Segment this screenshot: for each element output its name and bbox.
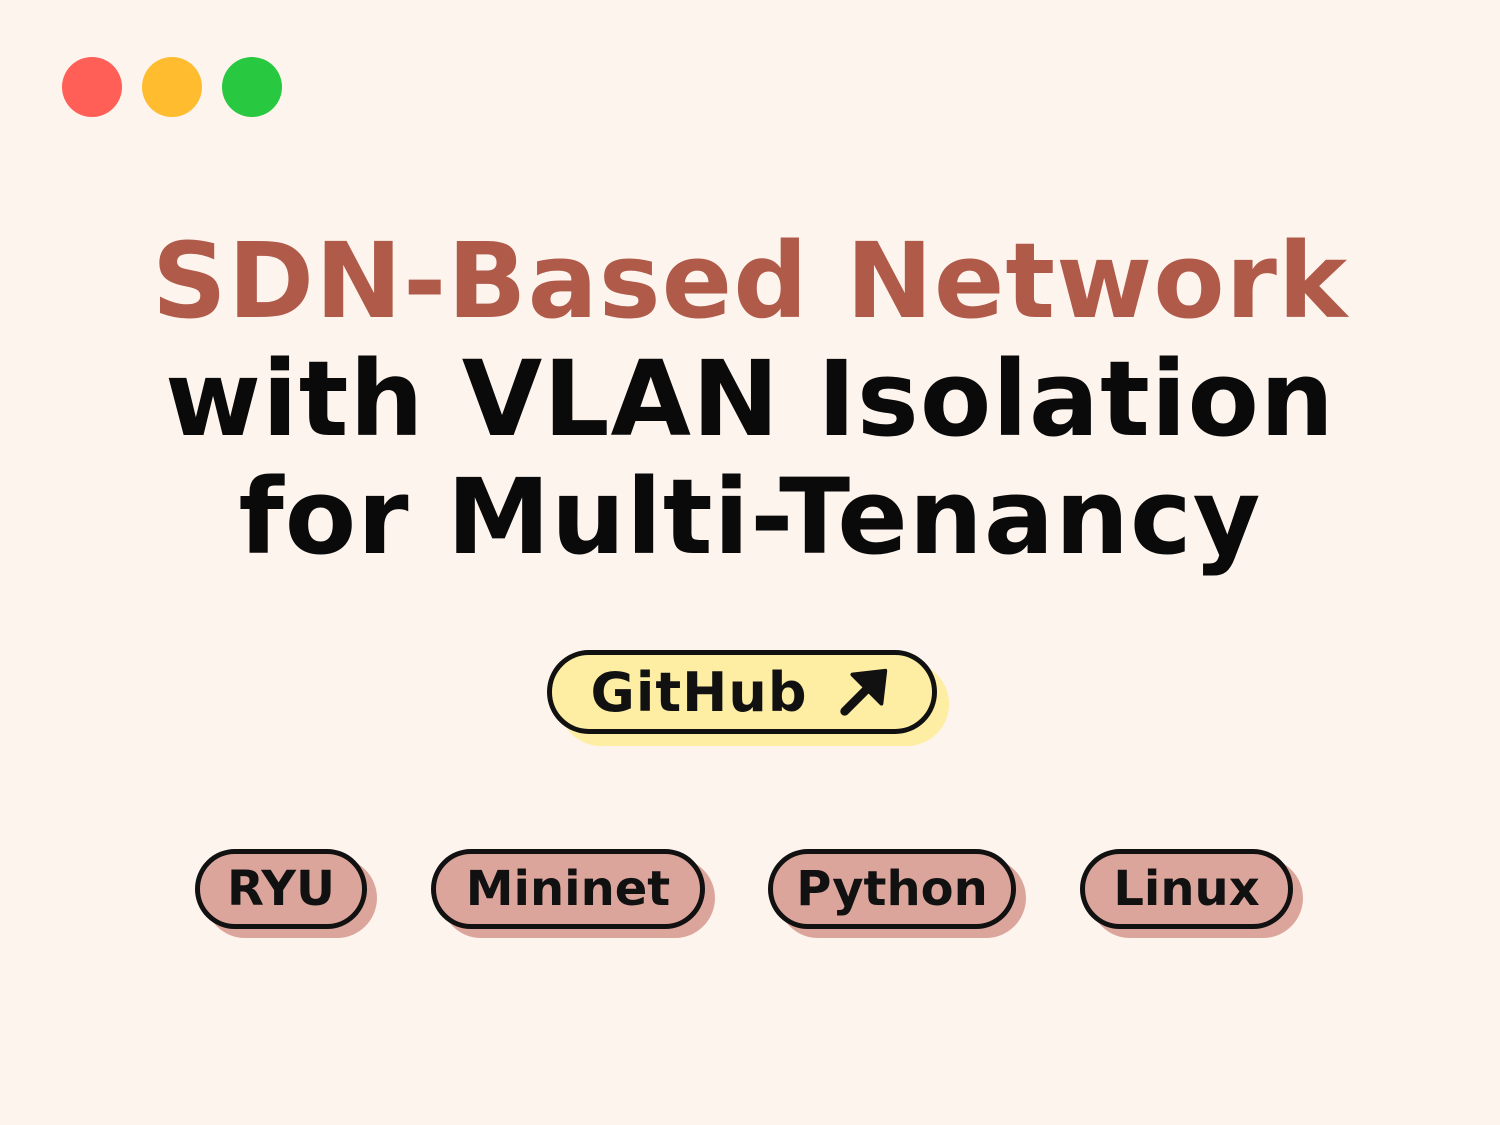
tag-python[interactable]: Python — [768, 849, 1016, 929]
tag-mininet[interactable]: Mininet — [431, 849, 705, 929]
tag-linux[interactable]: Linux — [1080, 849, 1293, 929]
tag-linux-container: Linux — [1080, 849, 1303, 938]
window-close-button[interactable] — [62, 57, 122, 117]
window-minimize-button[interactable] — [142, 57, 202, 117]
github-button-container: GitHub — [547, 650, 949, 746]
tech-tags: RYU Mininet Python Linux — [0, 849, 1500, 949]
page-title: SDN-Based Network with VLAN Isolation fo… — [0, 222, 1500, 576]
title-line-3: for Multi-Tenancy — [238, 456, 1262, 578]
tag-ryu-container: RYU — [195, 849, 377, 938]
arrow-up-right-icon — [840, 668, 888, 716]
window-maximize-button[interactable] — [222, 57, 282, 117]
title-line-2: with VLAN Isolation — [165, 338, 1335, 460]
tag-mininet-container: Mininet — [431, 849, 715, 938]
tag-python-container: Python — [768, 849, 1026, 938]
github-button-label: GitHub — [590, 660, 808, 724]
tag-ryu[interactable]: RYU — [195, 849, 367, 929]
window-controls — [62, 57, 282, 117]
github-button[interactable]: GitHub — [547, 650, 937, 734]
title-line-1: SDN-Based Network — [151, 220, 1349, 342]
